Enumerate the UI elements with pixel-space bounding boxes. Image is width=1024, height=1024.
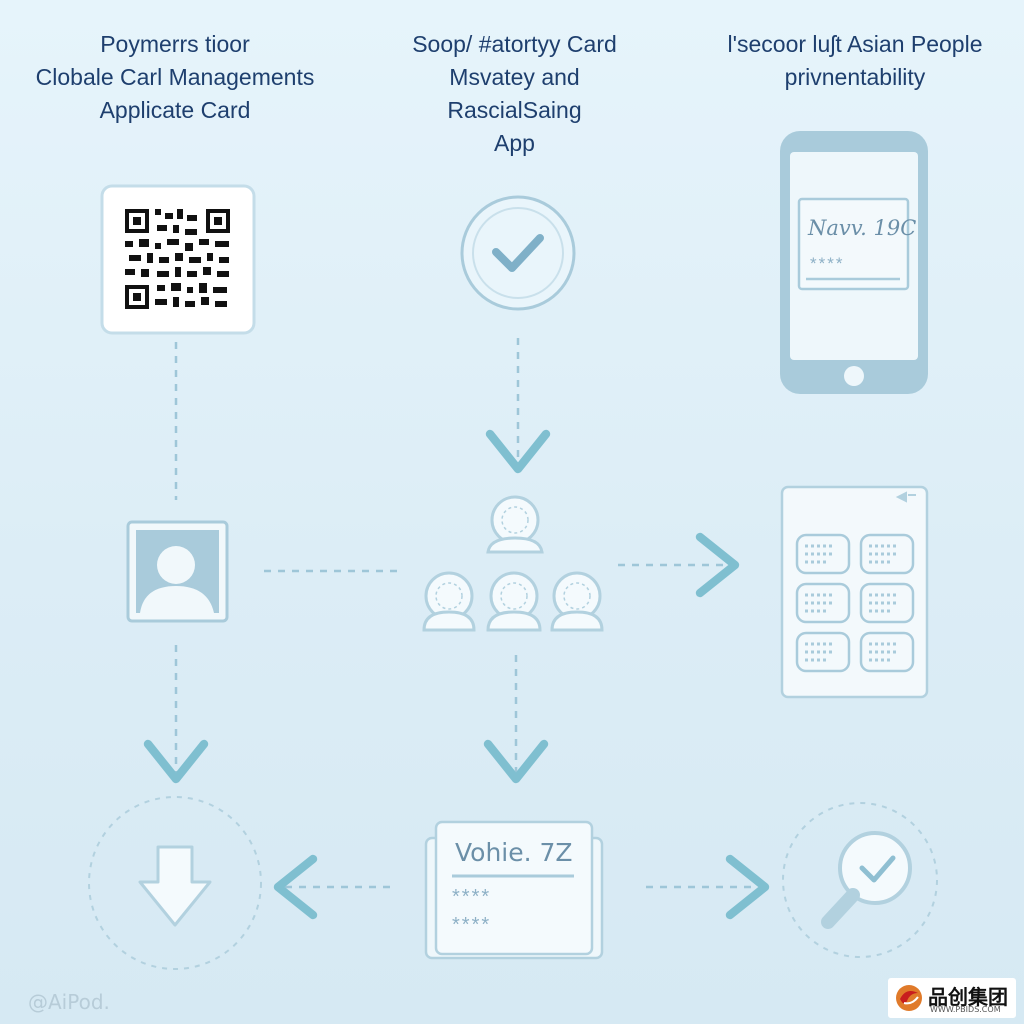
rating-card-stars-row-2: **** <box>452 914 492 936</box>
tablet-tile-2 <box>859 533 915 575</box>
watermark-logo-icon <box>896 985 922 1011</box>
heading-center-line-2: Msvatey and <box>449 64 580 90</box>
heading-right: l'secoor luʃt Asian People privnentabili… <box>690 28 1020 94</box>
tablet-tile-1 <box>795 533 851 575</box>
person-top <box>486 495 544 554</box>
magnifier-check-icon <box>782 802 938 958</box>
person-middle <box>486 571 542 632</box>
heading-right-line-2: privnentability <box>784 64 926 90</box>
heading-left-line-3: Applicate Card <box>99 97 251 123</box>
check-circle-icon <box>460 195 576 311</box>
qr-code-icon <box>100 184 256 335</box>
tablet-tile-6 <box>859 631 915 673</box>
phone-stars: **** <box>810 254 845 273</box>
tablet-tile-5 <box>795 631 851 673</box>
heading-center-line-3: RascialSaing <box>447 97 582 123</box>
credit-text: @AiPod. <box>28 990 110 1014</box>
heading-left-line-1: Poymerrs tioor <box>100 31 250 57</box>
smartphone-icon <box>780 131 928 394</box>
person-right <box>550 571 604 632</box>
phone-screen-text: Navv. 19C <box>808 216 917 240</box>
watermark-name: 品创集团 <box>928 985 1008 1009</box>
tablet-grid-icon <box>780 485 929 699</box>
tablet-tile-3 <box>795 582 851 624</box>
heading-left: Poymerrs tioor Clobale Carl Managements … <box>10 28 340 127</box>
heading-left-line-2: Clobale Carl Managements <box>35 64 315 90</box>
download-arrow-icon <box>88 796 262 970</box>
rating-card-stars-row-1: **** <box>452 886 492 908</box>
tablet-tile-4 <box>859 582 915 624</box>
heading-center-line-1: Soop/ #atortyy Card <box>412 31 617 57</box>
rating-card-icon <box>424 820 604 960</box>
connectors <box>143 338 770 920</box>
user-photo-icon <box>126 520 229 623</box>
heading-center: Soop/ #atortyy Card Msvatey and RascialS… <box>372 28 657 160</box>
rating-card-text: Vohie. 7Z <box>455 838 573 867</box>
watermark-url: WWW.PBIDS.COM <box>930 1005 1001 1014</box>
heading-center-line-4: App <box>494 130 535 156</box>
person-left <box>422 571 476 632</box>
heading-right-line-1: l'secoor luʃt Asian People <box>727 31 983 57</box>
people-group-icon <box>422 495 604 632</box>
watermark: 品创集团 WWW.PBIDS.COM <box>888 978 1016 1018</box>
